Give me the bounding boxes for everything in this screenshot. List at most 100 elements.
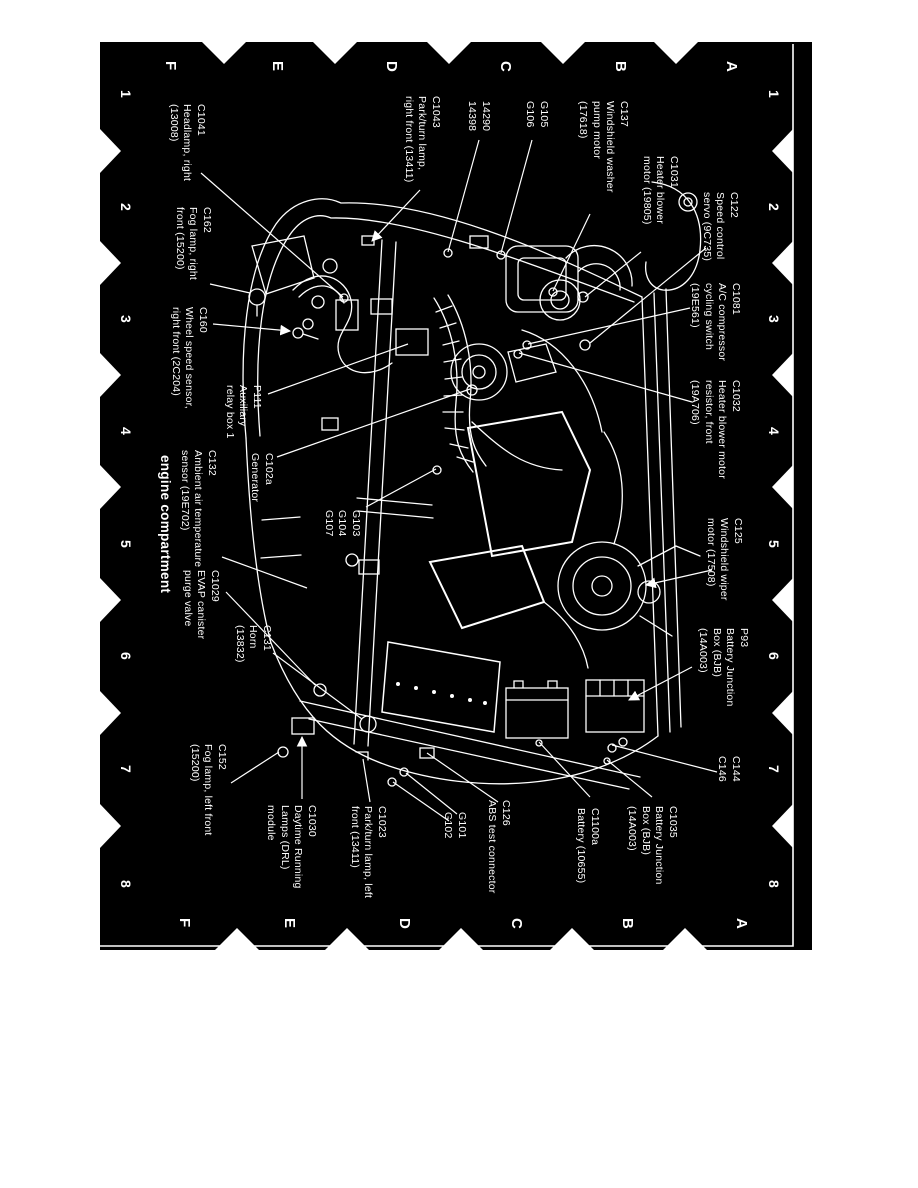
callout-line: Windshield wiper xyxy=(718,518,731,601)
grid-letter: E xyxy=(269,61,286,72)
callout-line: Lamps (DRL) xyxy=(279,805,291,870)
callout-line: G104 xyxy=(336,510,349,537)
callout-line: 14290 xyxy=(480,101,492,132)
callout-line: A/C compressor xyxy=(716,283,729,362)
zone-triangle xyxy=(100,578,121,622)
callout-line: Speed control xyxy=(714,192,727,260)
zone-triangle xyxy=(772,241,793,285)
grid-number: 3 xyxy=(766,315,782,323)
callout-line: Wheel speed sensor, xyxy=(183,307,196,409)
callout-line: C1041 xyxy=(195,104,207,136)
callout-line: Box (BJB) xyxy=(640,806,652,856)
grid-number: 2 xyxy=(766,203,782,211)
callout-line: Fog lamp, left front xyxy=(202,744,215,836)
callout-line: (14A003) xyxy=(697,628,710,673)
zone-triangle xyxy=(215,928,259,950)
grid-number: 6 xyxy=(766,652,782,660)
callout-line: Auxiliary xyxy=(237,385,250,427)
callout-line: C1100a xyxy=(589,808,601,846)
zone-triangle xyxy=(439,928,483,950)
callout-line: P111 xyxy=(251,385,263,409)
zone-triangle xyxy=(100,691,121,735)
zone-triangle xyxy=(654,42,698,64)
callout-line: P93 xyxy=(738,628,750,648)
zone-triangle xyxy=(772,578,793,622)
callout-line: purge valve xyxy=(182,570,194,627)
callout-line: Ambient air temperature xyxy=(192,450,205,568)
callout-line: Park/turn lamp, left xyxy=(362,806,375,899)
zone-triangle xyxy=(100,804,121,848)
callout-line: Generator xyxy=(249,453,262,503)
grid-number: 7 xyxy=(118,765,134,773)
callout-line: servo (9C735) xyxy=(701,192,713,262)
grid-letter: F xyxy=(176,918,193,928)
grid-number: 8 xyxy=(766,880,782,888)
callout-line: 14398 xyxy=(466,101,479,132)
callout-line: C160 xyxy=(197,307,209,333)
callout-line: C126 xyxy=(500,800,512,826)
zone-triangle xyxy=(202,42,246,64)
grid-number: 5 xyxy=(118,540,134,548)
callout-line: Windshield washer xyxy=(604,101,617,193)
zone-triangle xyxy=(772,804,793,848)
zone-triangle xyxy=(100,129,121,173)
diagram-background xyxy=(100,42,812,950)
zone-triangle xyxy=(325,928,369,950)
callout-line: (13008) xyxy=(168,104,180,142)
callout-line: motor (17508) xyxy=(705,518,717,587)
grid-zone-triangles xyxy=(100,42,793,950)
zone-triangle xyxy=(100,353,121,397)
callout-line: Box (BJB) xyxy=(711,628,723,678)
grid-number: 3 xyxy=(118,315,134,323)
zone-triangle xyxy=(100,241,121,285)
callout-line: (17618) xyxy=(577,101,590,139)
grid-letter: C xyxy=(497,61,514,72)
callout-line: C1031 xyxy=(668,156,680,188)
callout-line: front (15200) xyxy=(174,207,186,270)
diagram-title: engine compartment xyxy=(158,455,173,594)
grid-letter: A xyxy=(733,918,750,929)
zone-triangle xyxy=(100,465,121,509)
grid-letter: B xyxy=(612,61,629,72)
callout-line: C1081 xyxy=(730,283,742,315)
callout-line: Park/turn lamp, xyxy=(416,96,429,171)
callout-line: Battery Junction xyxy=(724,628,737,707)
callout-line: C132 xyxy=(206,450,218,476)
grid-letter: D xyxy=(396,918,413,929)
callout-line: front (13411) xyxy=(349,806,361,868)
engine-illustration xyxy=(242,181,702,790)
callout-line: Battery Junction xyxy=(653,806,666,885)
zone-triangle xyxy=(772,465,793,509)
zone-triangle xyxy=(772,129,793,173)
callout-line: pump motor xyxy=(591,101,603,160)
callout-line: (13832) xyxy=(234,625,246,663)
callout-line: C162 xyxy=(201,207,213,233)
callout-line: C125 xyxy=(732,518,744,544)
grid-number: 1 xyxy=(118,90,134,98)
callout-line: G101 xyxy=(456,812,468,839)
callout-line: (15200) xyxy=(189,744,201,782)
grid-number: 4 xyxy=(118,427,134,435)
callout-line: C144 xyxy=(730,756,742,782)
grid-number: 4 xyxy=(766,427,782,435)
callout-line: C152 xyxy=(216,744,228,770)
grid-number: 2 xyxy=(118,203,134,211)
callout-line: C1043 xyxy=(430,96,442,128)
